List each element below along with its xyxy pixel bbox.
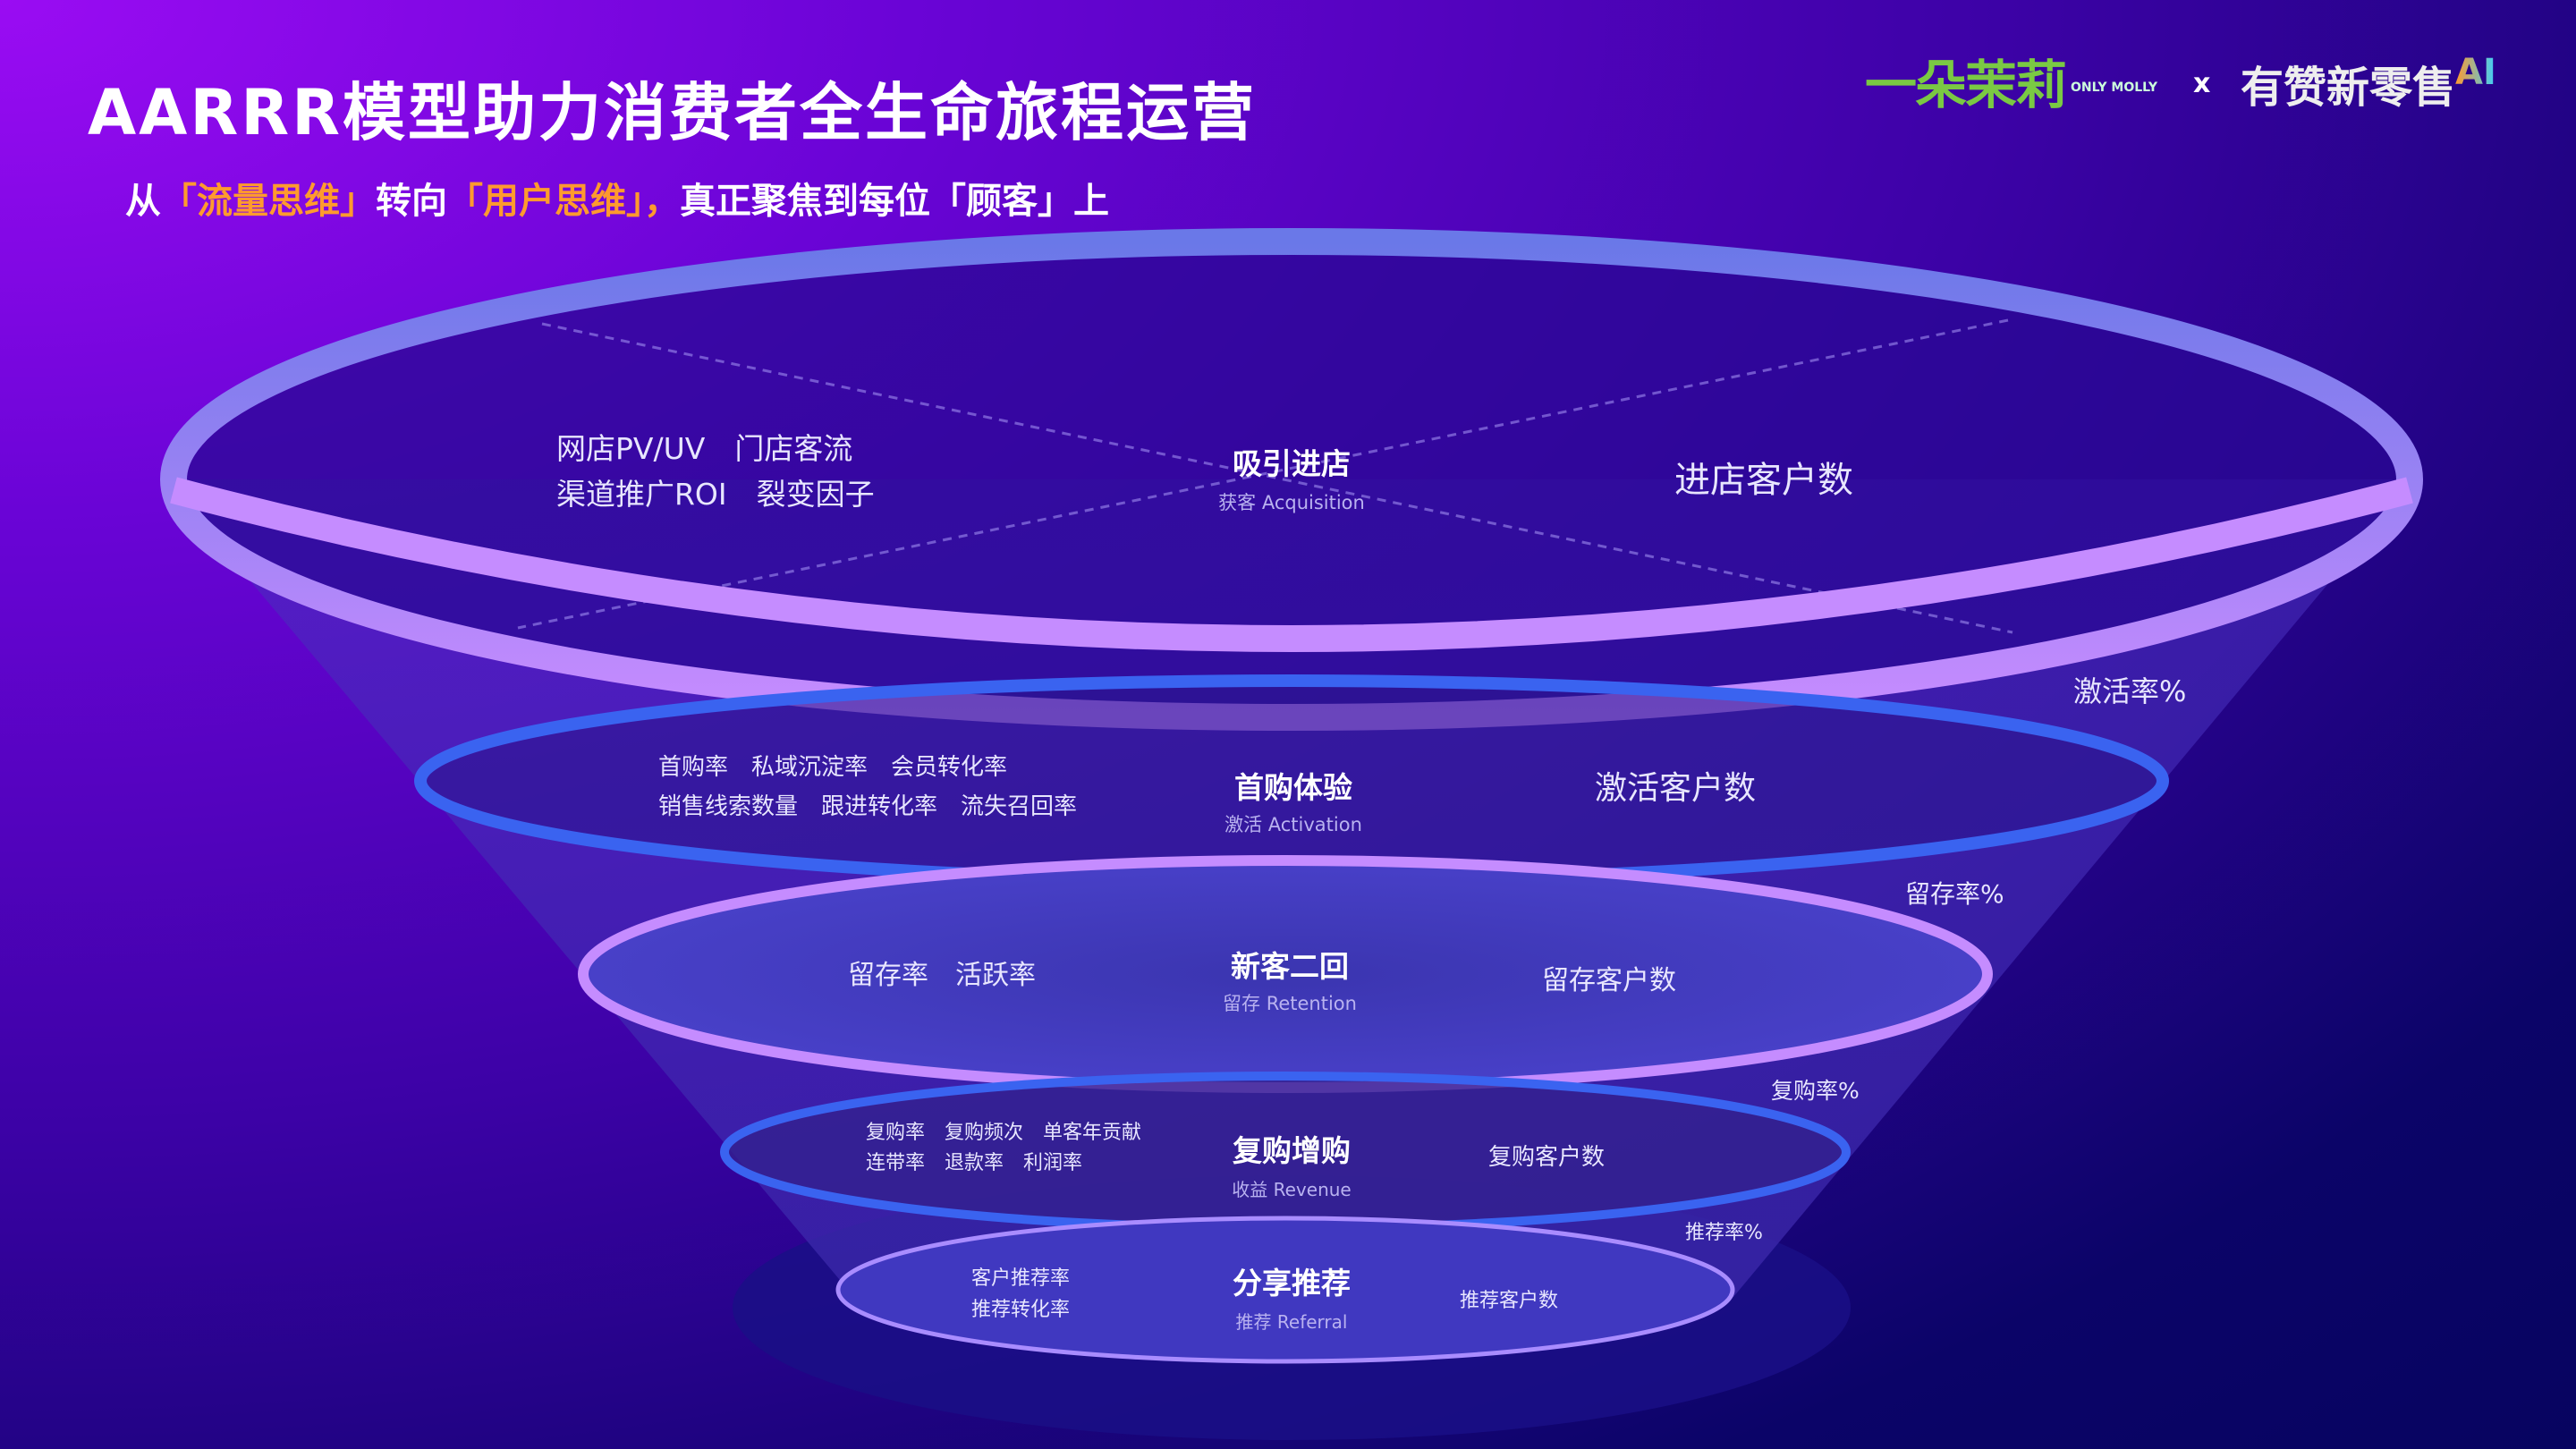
subtitle-text: 转向 bbox=[376, 181, 447, 222]
stage-referral-sub: 推荐 Referral bbox=[1235, 1311, 1348, 1333]
rate-repurchase: 复购率% bbox=[1771, 1078, 1860, 1104]
stage-revenue-title: 复购增购 bbox=[1233, 1133, 1351, 1168]
subtitle-highlight: 「用户思维」， bbox=[447, 181, 680, 222]
subtitle-text: 真正聚焦到每位「顾客」上 bbox=[680, 181, 1109, 222]
brand-logo-youzan: 有赞新零售AI bbox=[2241, 52, 2496, 113]
rate-retention: 留存率% bbox=[1905, 879, 2004, 909]
stage-retention-result: 留存客户数 bbox=[1542, 965, 1676, 996]
stage-retention-metrics: 留存率 活跃率 bbox=[848, 960, 1036, 991]
stage-activation-sub: 激活 Activation bbox=[1224, 814, 1362, 835]
rate-referral: 推荐率% bbox=[1685, 1222, 1763, 1244]
stage-retention-title: 新客二回 bbox=[1231, 949, 1349, 984]
stage-acquisition-sub: 获客 Acquisition bbox=[1218, 492, 1365, 513]
stage-activation-title: 首购体验 bbox=[1234, 770, 1352, 805]
stage-referral-result: 推荐客户数 bbox=[1460, 1290, 1559, 1312]
stage-activation-metrics: 首购率 私域沉淀率 会员转化率销售线索数量 跟进转化率 流失召回率 bbox=[658, 754, 1078, 821]
stage-referral-title: 分享推荐 bbox=[1233, 1266, 1351, 1301]
stage-acquisition-title: 吸引进店 bbox=[1233, 446, 1351, 481]
stage-revenue-metrics: 复购率 复购频次 单客年贡献连带率 退款率 利润率 bbox=[866, 1122, 1142, 1175]
stage-referral-metrics: 客户推荐率推荐转化率 bbox=[971, 1267, 1071, 1322]
stage-retention-sub: 留存 Retention bbox=[1223, 993, 1357, 1014]
divider-line bbox=[541, 322, 2013, 634]
ring-referral bbox=[835, 1216, 1735, 1364]
stage-revenue-sub: 收益 Revenue bbox=[1232, 1179, 1352, 1200]
subtitle-text: 从 bbox=[125, 181, 161, 222]
divider-line bbox=[517, 318, 2009, 630]
page-subtitle: 从「流量思维」转向「用户思维」，真正聚焦到每位「顾客」上 bbox=[125, 172, 1109, 224]
rate-activation: 激活率% bbox=[2073, 674, 2187, 708]
stage-activation-result: 激活客户数 bbox=[1595, 770, 1757, 807]
subtitle-highlight: 「流量思维」 bbox=[161, 181, 376, 222]
logo-separator: x bbox=[2193, 68, 2211, 99]
stage-revenue-result: 复购客户数 bbox=[1488, 1144, 1606, 1171]
page-title: AARRR模型助力消费者全生命旅程运营 bbox=[88, 76, 1258, 149]
stage-acquisition-metrics: 网店PV/UV 门店客流渠道推广ROI 裂变因子 bbox=[556, 431, 875, 513]
stage-acquisition-result: 进店客户数 bbox=[1674, 460, 1853, 501]
